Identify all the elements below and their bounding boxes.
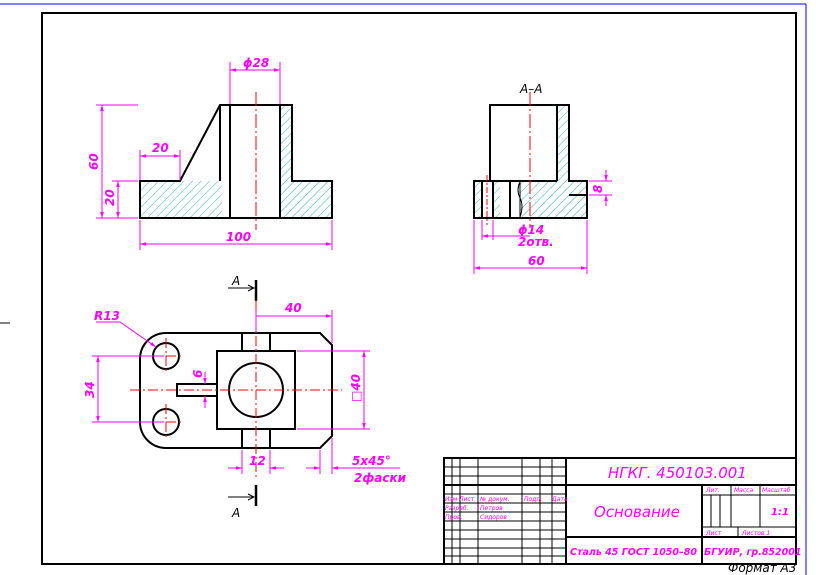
dim-8: 8 xyxy=(591,185,605,193)
chamfer-label-2: 2фаски xyxy=(354,471,407,485)
dim-40-top: 40 xyxy=(284,301,302,315)
cut-letter-bottom: A xyxy=(231,506,240,520)
cut-letter-top: A xyxy=(231,274,240,288)
front-view-hatch-left xyxy=(140,181,222,218)
section-hatch-left xyxy=(474,181,482,218)
lit-label: Лит. xyxy=(705,487,720,494)
front-view-dimensions xyxy=(96,62,333,250)
organization: БГУИР, гр.852001 xyxy=(704,547,801,558)
scale-value: 1:1 xyxy=(771,507,789,518)
col-data: Дата xyxy=(551,496,568,503)
material: Сталь 45 ГОСТ 1050–80 xyxy=(570,547,697,558)
designation: НГКГ. 450103.001 xyxy=(608,464,747,482)
plan-outline xyxy=(139,332,333,449)
sheet-label: Лист xyxy=(705,530,722,537)
row-prov: Пров. xyxy=(445,514,463,521)
col-list: Лист xyxy=(458,496,475,503)
dim-6: 6 xyxy=(191,370,205,378)
dim-60-front: 60 xyxy=(87,153,101,170)
dim-phi28: ϕ28 xyxy=(243,56,269,70)
front-view-hatch-right xyxy=(280,105,332,218)
dim-12: 12 xyxy=(249,454,266,468)
dim-phi14: ϕ14 xyxy=(518,223,544,237)
dim-34: 34 xyxy=(83,381,97,398)
part-name: Основание xyxy=(594,503,680,521)
dim-square-40: □40 xyxy=(349,374,363,402)
section-hatch-main xyxy=(520,105,587,218)
drawing-frame xyxy=(41,12,797,565)
title-block-text: НГКГ. 450103.001 Основание Сталь 45 ГОСТ… xyxy=(445,464,801,575)
prov-name: Сидоров xyxy=(480,514,507,521)
section-hatch-mid xyxy=(493,181,500,218)
col-izm: Изм xyxy=(445,496,458,503)
dim-100: 100 xyxy=(226,230,251,244)
format-label: Формат А3 xyxy=(728,561,796,575)
plan-view: A A xyxy=(83,274,407,520)
sheet-outer-edges xyxy=(0,3,807,575)
razrab-name: Петров xyxy=(480,505,503,512)
section-title: A–A xyxy=(519,82,542,96)
mass-label: Масса xyxy=(734,487,753,494)
chamfer-label-1: 5x45° xyxy=(352,454,391,468)
row-razrab: Разраб. xyxy=(445,505,469,512)
dim-20-top: 20 xyxy=(152,141,169,155)
front-view: ϕ28 60 20 20 100 xyxy=(87,56,333,250)
dim-60-section: 60 xyxy=(528,254,545,268)
col-ndokum: № докум. xyxy=(479,496,510,503)
dim-20-left: 20 xyxy=(103,189,117,206)
sheets-label: Листов 1 xyxy=(741,530,770,537)
dim-r13: R13 xyxy=(94,309,120,323)
title-block xyxy=(443,457,797,565)
section-view: A–A ϕ14 2отв. 60 8 xyxy=(473,82,612,274)
dim-2otv: 2отв. xyxy=(518,235,554,249)
col-podp: Подп. xyxy=(524,496,542,503)
scale-label: Масштаб xyxy=(762,487,791,494)
